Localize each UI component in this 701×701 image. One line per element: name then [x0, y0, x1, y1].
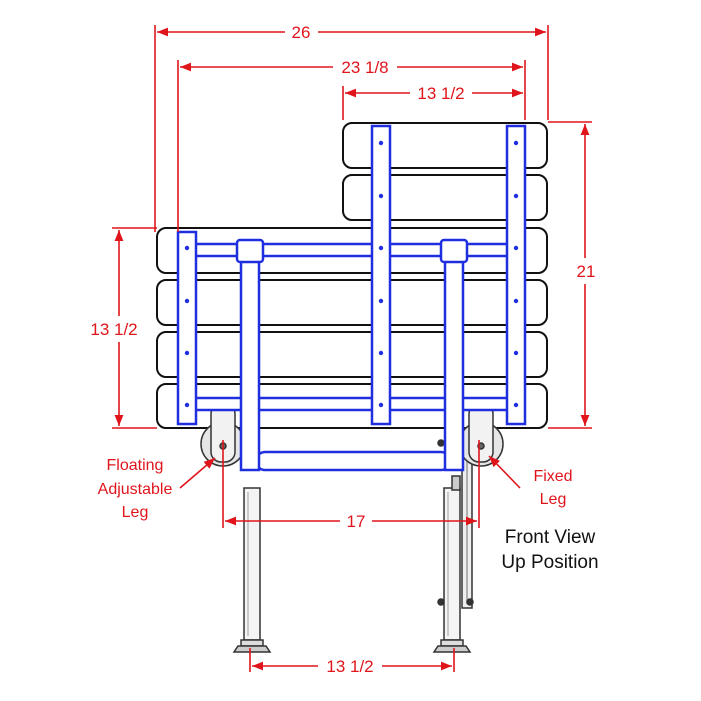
- support-frame: [176, 124, 527, 472]
- frame-post-left: [239, 256, 261, 472]
- dim-overall-width: 26: [292, 23, 311, 42]
- callout-floating-leg-line1: Floating: [107, 457, 164, 474]
- frame-rail-bottom: [180, 396, 526, 412]
- slat-3: [156, 331, 548, 378]
- frame-connector-right: [439, 238, 469, 264]
- frame-rail-top: [180, 242, 526, 258]
- frame-strut-3: [505, 124, 527, 426]
- dim-overall-height: 21: [577, 262, 596, 281]
- frame-post-right: [443, 256, 465, 472]
- leg-right: [432, 487, 472, 653]
- caption-line2: Up Position: [501, 552, 598, 573]
- slat-2: [156, 279, 548, 326]
- callout-fixed-leg-line2: Leg: [540, 491, 567, 508]
- dim-leg-spacing: 17: [347, 512, 366, 531]
- callout-floating-leg-line2: Adjustable: [98, 481, 173, 498]
- caption-line1: Front View: [505, 527, 596, 548]
- slat-upper-1: [342, 122, 548, 169]
- dimension-lines: [112, 25, 592, 672]
- wall-mount-right: [458, 403, 504, 467]
- dim-foot-spacing: 13 1/2: [326, 657, 373, 676]
- frame-cross-bar: [254, 450, 452, 472]
- frame-connector-left: [235, 238, 265, 264]
- dim-frame-width: 23 1/8: [341, 58, 388, 77]
- dim-lower-seat-height: 13 1/2: [90, 320, 137, 339]
- slat-upper-2: [342, 174, 548, 221]
- leg-left: [232, 487, 272, 653]
- screw-holes: [184, 140, 519, 408]
- callout-floating-leg-line3: Leg: [122, 504, 149, 521]
- frame-strut-2: [370, 124, 392, 426]
- dim-upper-seat-width: 13 1/2: [417, 84, 464, 103]
- seat-slats: [156, 122, 548, 429]
- frame-strut-1: [176, 230, 198, 426]
- callout-fixed-leg-line1: Fixed: [533, 468, 572, 485]
